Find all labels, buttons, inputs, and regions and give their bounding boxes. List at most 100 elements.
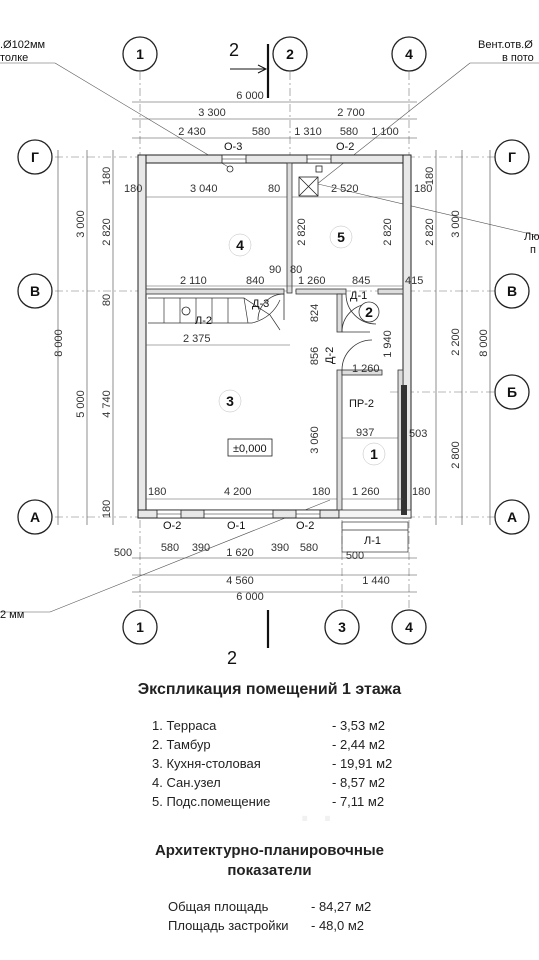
dim-right-mid-1: 3 000 bbox=[450, 210, 462, 238]
stair-l2 bbox=[148, 297, 281, 331]
floor-plan-drawing: 1 2 4 1 3 4 Г В А Г В Б А 2 2 .Ø102мм то… bbox=[0, 36, 539, 668]
list-item: 1. Терраса - 3,53 м2 bbox=[152, 716, 392, 735]
int-dim-2: 3 040 bbox=[190, 183, 218, 195]
int-dim-18: 1 940 bbox=[382, 330, 394, 358]
axis-mark-left-a: А bbox=[30, 509, 40, 525]
level-mark: ±0,000 bbox=[233, 443, 267, 455]
dim-top-overall: 6 000 bbox=[236, 90, 264, 102]
dim-left-inner-4: 4 740 bbox=[101, 390, 113, 418]
opening-o2-bottom-right: О-2 bbox=[296, 520, 314, 532]
axis-mark-right-a: А bbox=[507, 509, 517, 525]
list-item: 2. Тамбур - 2,44 м2 bbox=[152, 735, 392, 754]
dim-bottom-row1-5: 390 bbox=[271, 542, 289, 554]
hatch-note-1: Лю bbox=[524, 231, 539, 243]
int-dim-12: 1 260 bbox=[298, 275, 326, 287]
dim-bottom-row1-4: 1 620 bbox=[226, 547, 254, 559]
indicator-name: Общая площадь bbox=[168, 899, 269, 914]
int-dim-1: 180 bbox=[124, 183, 142, 195]
room-area: - 8,57 м2 bbox=[332, 775, 386, 790]
room-name: 3. Кухня-столовая bbox=[152, 756, 261, 771]
list-item: Общая площадь - 84,27 м2 bbox=[168, 897, 371, 916]
int-dim-11: 80 bbox=[290, 264, 302, 276]
dim-right-inner-2: 2 820 bbox=[424, 218, 436, 246]
dim-right-outer: 8 000 bbox=[478, 329, 490, 357]
vent-note-left-1: .Ø102мм bbox=[0, 39, 45, 51]
axis-mark-left-v: В bbox=[30, 283, 40, 299]
list-item: 4. Сан.узел - 8,57 м2 bbox=[152, 773, 392, 792]
int-dim-16: 824 bbox=[309, 304, 321, 322]
dim-top-row3-5: 1 100 bbox=[371, 126, 399, 138]
explication-list: 1. Терраса - 3,53 м2 2. Тамбур - 2,44 м2 3… bbox=[152, 716, 392, 811]
dim-right-mid-2: 2 200 bbox=[450, 328, 462, 356]
room-number-3: 3 bbox=[226, 393, 234, 409]
int-dim-6: 2 820 bbox=[296, 218, 308, 246]
door-d1: Д-1 bbox=[350, 290, 367, 302]
indicators-title-line1: Архитектурно-планировочные bbox=[154, 842, 385, 859]
dim-top-row2-2: 2 700 bbox=[337, 107, 365, 119]
int-dim-20: 3 060 bbox=[309, 426, 321, 454]
int-dim-22: 503 bbox=[409, 428, 427, 440]
int-dim-13: 845 bbox=[352, 275, 370, 287]
axis-mark-right-b: Б bbox=[507, 384, 517, 400]
stair-l2-label: Л-2 bbox=[195, 315, 212, 327]
room-name: 5. Подс.помещение bbox=[152, 794, 271, 809]
dim-bottom-row1-6: 580 bbox=[300, 542, 318, 554]
watermark: · · bbox=[300, 800, 336, 838]
int-dim-7: 2 820 bbox=[382, 218, 394, 246]
opening-o2-bottom-left: О-2 bbox=[163, 520, 181, 532]
room-name: 2. Тамбур bbox=[152, 737, 211, 752]
dim-top-row2-1: 3 300 bbox=[198, 107, 226, 119]
dim-left-mid-1: 3 000 bbox=[75, 210, 87, 238]
vent-note-left-2: толке bbox=[0, 52, 28, 64]
axis-mark-top-1: 1 bbox=[136, 46, 144, 62]
int-dim-26: 1 260 bbox=[352, 486, 380, 498]
int-dim-14: 415 bbox=[405, 275, 423, 287]
dim-bottom-row1-3: 390 bbox=[192, 542, 210, 554]
int-dim-4: 2 520 bbox=[331, 183, 359, 195]
int-dim-10: 90 bbox=[269, 264, 281, 276]
dim-bottom-row2-2: 1 440 bbox=[362, 575, 390, 587]
door-d2: Д-2 bbox=[324, 347, 336, 364]
room-area: - 2,44 м2 bbox=[332, 737, 386, 752]
list-item: Площадь застройки- 48,0 м2 bbox=[168, 916, 371, 935]
indicator-value: - 48,0 м2 bbox=[311, 918, 365, 933]
axis-mark-right-g: Г bbox=[508, 149, 516, 165]
int-dim-23: 180 bbox=[148, 486, 166, 498]
int-dim-9: 840 bbox=[246, 275, 264, 287]
door-d3: Д-3 bbox=[252, 298, 269, 310]
dim-bottom-row1-2: 580 bbox=[161, 542, 179, 554]
indicators-title: Архитектурно-планировочные показатели bbox=[0, 841, 539, 881]
vent-note-right-2: в пото bbox=[502, 52, 534, 64]
room-area: - 7,11 м2 bbox=[332, 794, 385, 809]
axis-mark-right-v: В bbox=[507, 283, 517, 299]
indicator-value: - 84,27 м2 bbox=[311, 899, 372, 914]
room-number-4: 4 bbox=[236, 237, 244, 253]
int-dim-3: 80 bbox=[268, 183, 280, 195]
room-name: 1. Терраса bbox=[152, 718, 217, 733]
room-number-5: 5 bbox=[337, 229, 345, 245]
int-dim-17: 856 bbox=[309, 347, 321, 365]
dim-right-inner-1: 180 bbox=[424, 167, 436, 185]
dim-top-row3-4: 580 bbox=[340, 126, 358, 138]
opening-o3: О-3 bbox=[224, 141, 242, 153]
explication-title: Экспликация помещений 1 этажа bbox=[137, 681, 402, 698]
int-dim-27: 180 bbox=[412, 486, 430, 498]
int-dim-19: 1 260 bbox=[352, 363, 380, 375]
axis-mark-bottom-4: 4 bbox=[405, 619, 413, 635]
hatch-note-2: п bbox=[530, 244, 536, 256]
int-dim-24: 4 200 bbox=[224, 486, 252, 498]
int-dim-8: 2 110 bbox=[180, 275, 207, 287]
int-dim-5: 180 bbox=[414, 183, 432, 195]
dim-top-row3-2: 580 bbox=[252, 126, 270, 138]
indicators-list: Общая площадь - 84,27 м2 Площадь застройк… bbox=[168, 897, 371, 935]
dim-right-mid-3: 2 800 bbox=[450, 441, 462, 469]
dim-bottom-overall: 6 000 bbox=[236, 591, 264, 603]
axis-mark-bottom-1: 1 bbox=[136, 619, 144, 635]
opening-pr2: ПР-2 bbox=[349, 398, 374, 410]
dim-left-inner-2: 2 820 bbox=[101, 218, 113, 246]
room-area: - 3,53 м2 bbox=[332, 718, 386, 733]
dim-bottom-row2-1: 4 560 bbox=[226, 575, 254, 587]
room-name: 4. Сан.узел bbox=[152, 775, 221, 790]
bottom-left-note: 2 мм bbox=[0, 609, 24, 621]
axis-mark-left-g: Г bbox=[31, 149, 39, 165]
